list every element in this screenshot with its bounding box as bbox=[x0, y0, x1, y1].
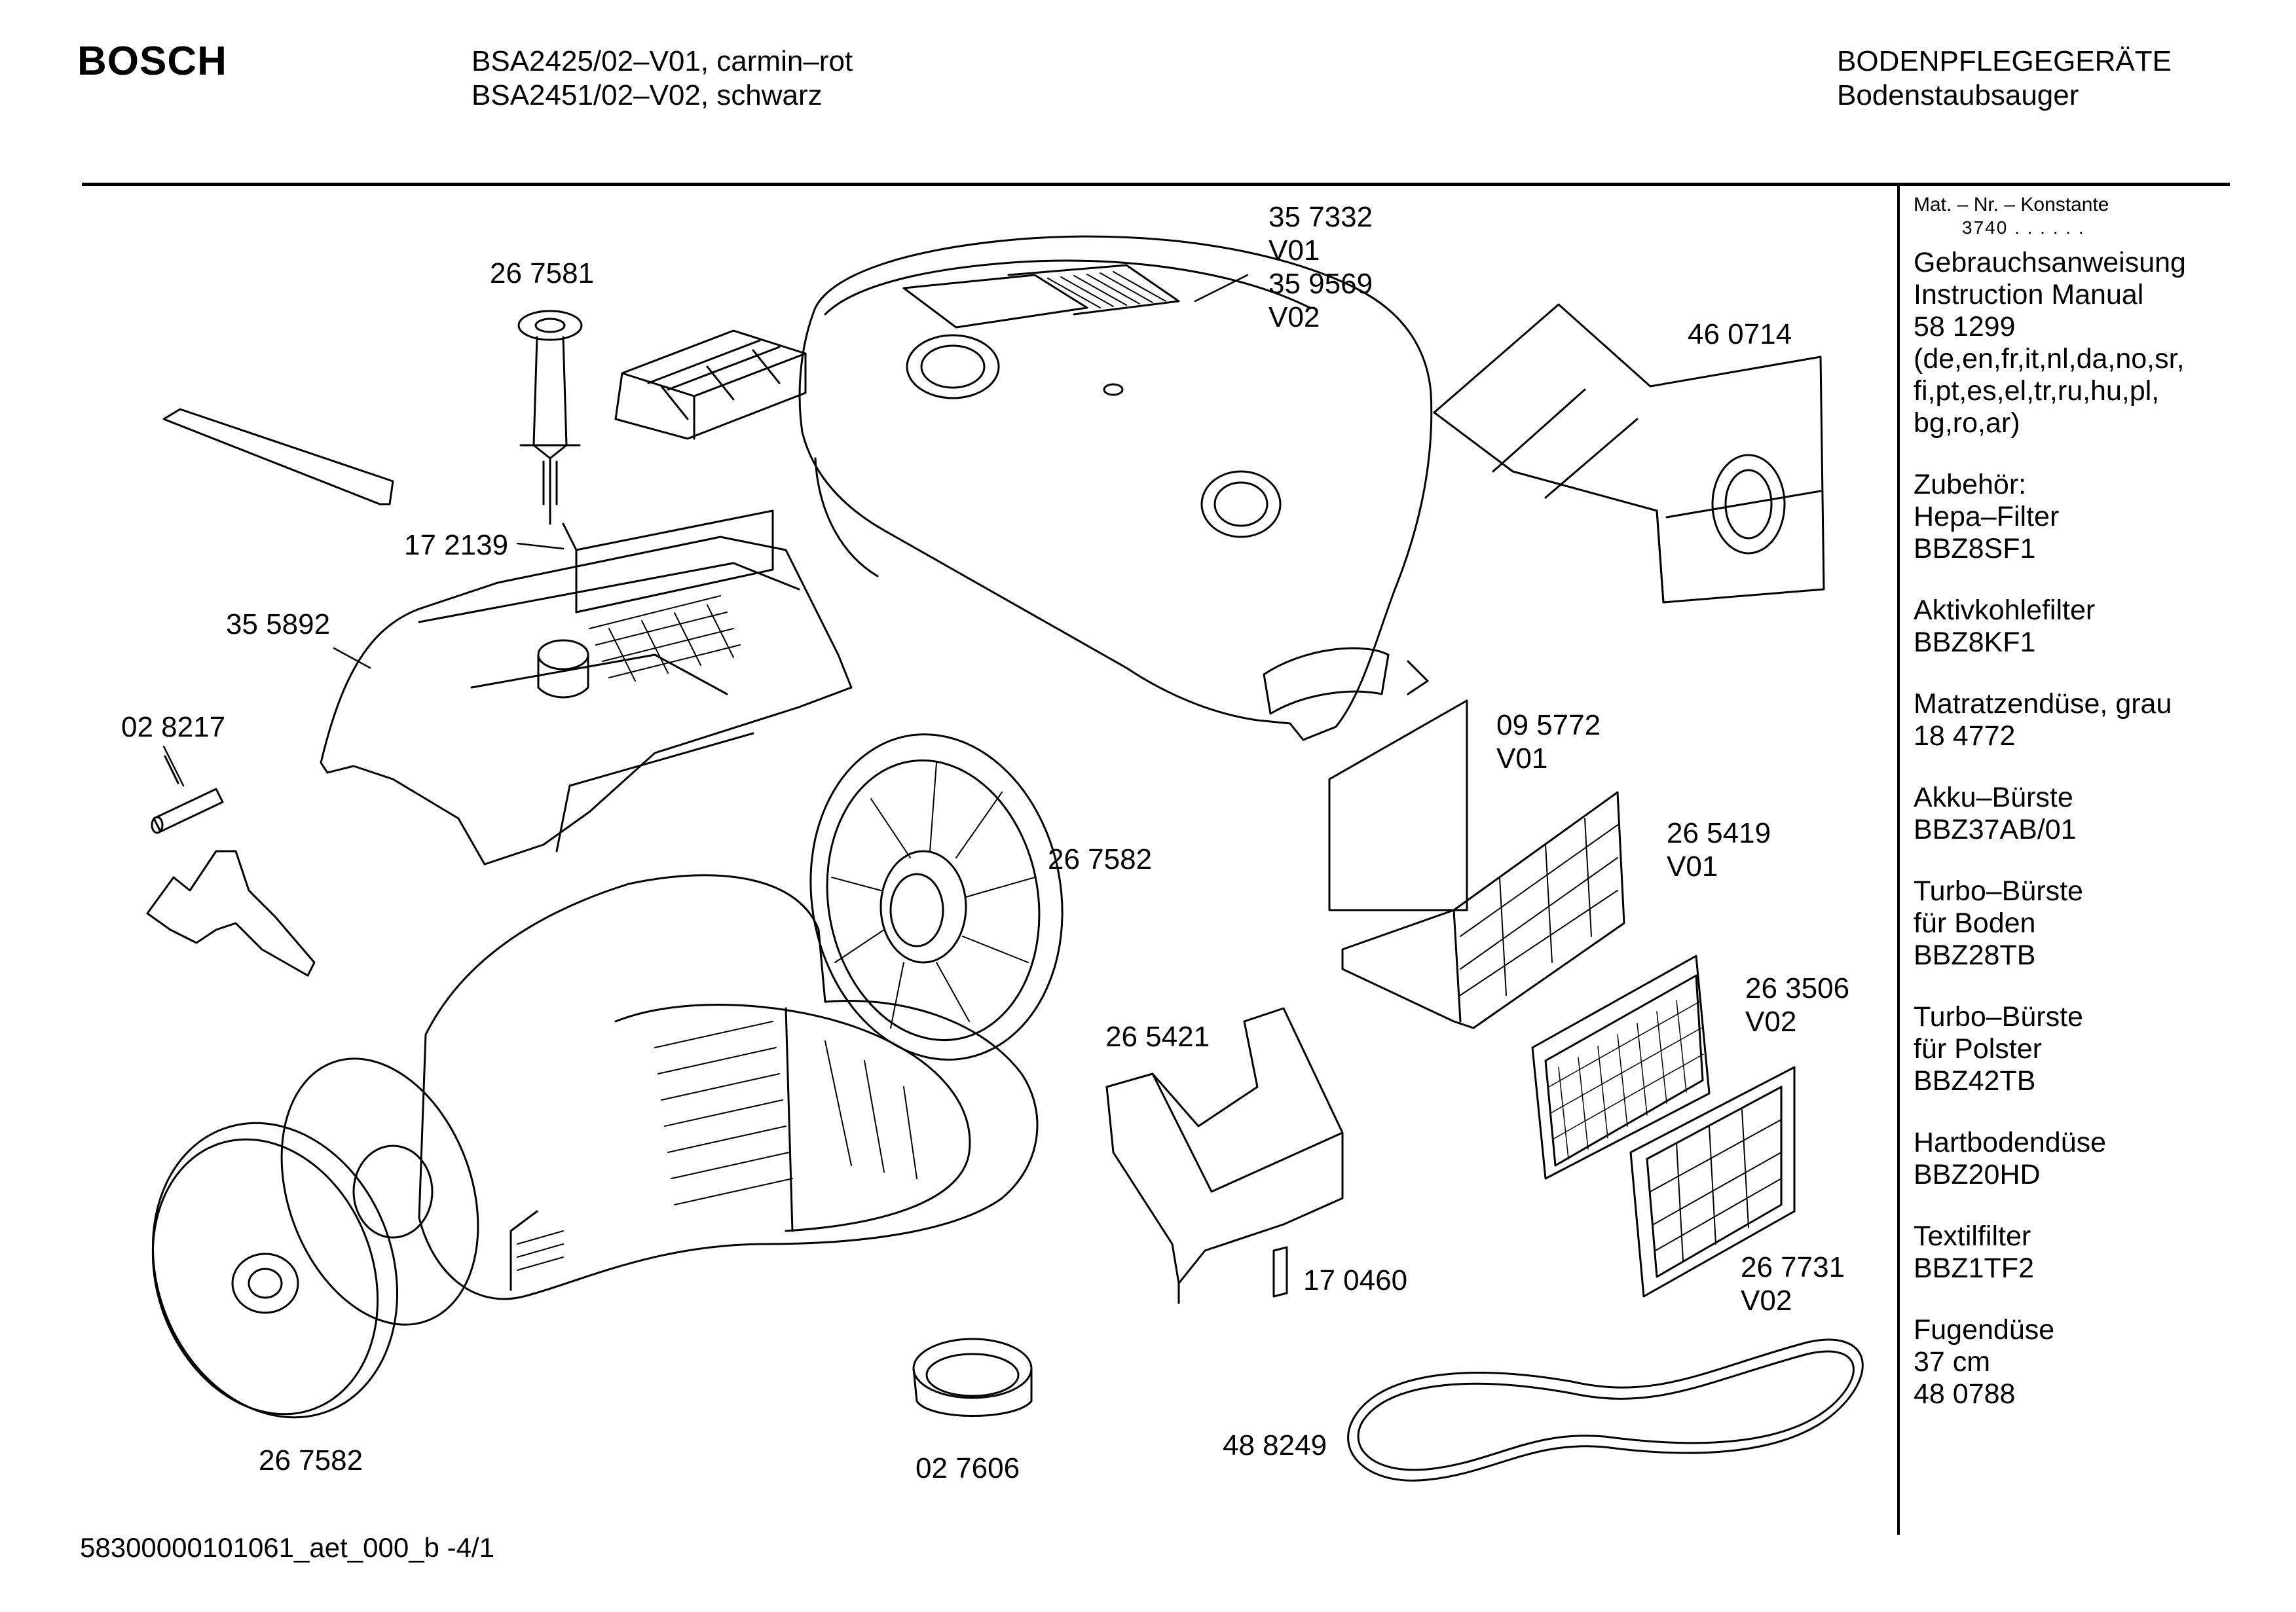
sidebar-text: BBZ8SF1 bbox=[1914, 533, 2036, 564]
part-label-172139: 17 2139 bbox=[404, 529, 509, 561]
sidebar-section-hartbodenduese: Hartbodendüse BBZ20HD bbox=[1914, 1127, 2280, 1191]
header-divider bbox=[82, 183, 2230, 186]
bosch-logo: BOSCH bbox=[77, 39, 227, 84]
part-label-357332: 35 7332 bbox=[1268, 201, 1373, 233]
part-variant-357332: V01 bbox=[1268, 234, 1320, 266]
sidebar-text: (de,en,fr,it,nl,da,no,sr, bbox=[1914, 343, 2185, 375]
sidebar-text: Hartbodendüse bbox=[1914, 1127, 2107, 1158]
model-line-1: BSA2425/02–V01, carmin–rot bbox=[472, 45, 853, 77]
part-label-095772: 09 5772 bbox=[1496, 709, 1601, 741]
model-list: BSA2425/02–V01, carmin–rot BSA2451/02–V0… bbox=[472, 45, 853, 113]
sidebar-section-turbo-boden: Turbo–Bürste für Boden BBZ28TB bbox=[1914, 875, 2280, 972]
sidebar-text: BBZ8KF1 bbox=[1914, 627, 2036, 658]
drive-belt-drawing bbox=[1347, 1338, 1864, 1482]
main-cover-drawing bbox=[798, 235, 1433, 741]
lower-housing-drawing bbox=[418, 874, 1039, 1300]
part-label-267581: 26 7581 bbox=[490, 257, 595, 289]
model-line-2: BSA2451/02–V02, schwarz bbox=[472, 79, 823, 111]
part-variant-359569: V02 bbox=[1268, 301, 1320, 333]
sidebar-section-aktivkohle: Aktivkohlefilter BBZ8KF1 bbox=[1914, 595, 2280, 659]
sidebar-section-manual: Gebrauchsanweisung Instruction Manual 58… bbox=[1914, 247, 2280, 439]
sidebar-text: Gebrauchsanweisung bbox=[1914, 247, 2186, 278]
sidebar-text: Turbo–Bürste bbox=[1914, 875, 2083, 907]
sidebar-section-turbo-polster: Turbo–Bürste für Polster BBZ42TB bbox=[1914, 1001, 2280, 1097]
sidebar-text: BBZ28TB bbox=[1914, 940, 2036, 971]
sidebar-divider bbox=[1897, 186, 1900, 1535]
part-label-488249: 48 8249 bbox=[1223, 1429, 1327, 1461]
part-variant-095772: V01 bbox=[1496, 742, 1548, 775]
sidebar-text: BBZ37AB/01 bbox=[1914, 814, 2077, 845]
sidebar-section-fugenduese: Fugendüse 37 cm 48 0788 bbox=[1914, 1314, 2280, 1410]
latch-drawing bbox=[146, 850, 316, 977]
sidebar-section-matratzenduese: Matratzendüse, grau 18 4772 bbox=[1914, 688, 2280, 752]
grid-filter-drawing bbox=[1629, 1066, 1796, 1298]
hepa-filter-drawing bbox=[1531, 955, 1711, 1180]
sidebar-text: Turbo–Bürste bbox=[1914, 1001, 2083, 1033]
part-label-170460: 17 0460 bbox=[1303, 1264, 1408, 1296]
sidebar-text: für Polster bbox=[1914, 1033, 2042, 1065]
sidebar-text: Matratzendüse, grau bbox=[1914, 688, 2172, 720]
wheel-left-drawing bbox=[151, 1057, 479, 1419]
filter-cassette-drawing bbox=[614, 329, 807, 440]
sidebar-text: BBZ42TB bbox=[1914, 1065, 2036, 1097]
sidebar-text: 18 4772 bbox=[1914, 720, 2016, 752]
leader-lines bbox=[162, 274, 1249, 787]
sidebar-text: Akku–Bürste bbox=[1914, 782, 2073, 813]
sidebar-text: Hepa–Filter bbox=[1914, 501, 2060, 532]
wheel-right-drawing bbox=[809, 733, 1064, 1061]
roller-drawing bbox=[151, 755, 224, 834]
document-code: 58300000101061_aet_000_b -4/1 bbox=[80, 1532, 494, 1563]
sidebar-text: Aktivkohlefilter bbox=[1914, 595, 2096, 626]
mat-number-value: 3740 . . . . . . bbox=[1962, 217, 2085, 238]
part-label-460714: 46 0714 bbox=[1688, 318, 1792, 350]
category-title: BODENPFLEGEGERÄTE bbox=[1837, 45, 2172, 77]
mat-number-label: Mat. – Nr. – Konstante bbox=[1914, 194, 2109, 215]
sidebar-section-akku-buerste: Akku–Bürste BBZ37AB/01 bbox=[1914, 782, 2280, 846]
sidebar-text: 48 0788 bbox=[1914, 1378, 2016, 1410]
part-label-265419: 26 5419 bbox=[1667, 817, 1771, 849]
cord-pin-drawing bbox=[517, 310, 583, 525]
sidebar-text: 58 1299 bbox=[1914, 311, 2016, 342]
sidebar-text: fi,pt,es,el,tr,ru,hu,pl, bbox=[1914, 375, 2160, 407]
category-block: BODENPFLEGEGERÄTE Bodenstaubsauger bbox=[1837, 45, 2172, 113]
part-label-265421: 26 5421 bbox=[1105, 1021, 1210, 1053]
part-variant-267731: V02 bbox=[1741, 1285, 1792, 1317]
category-subtitle: Bodenstaubsauger bbox=[1837, 79, 2079, 111]
part-label-355892: 35 5892 bbox=[226, 608, 331, 640]
part-variant-263506: V02 bbox=[1745, 1006, 1797, 1038]
sidebar-text: Instruction Manual bbox=[1914, 279, 2144, 310]
part-label-267731: 26 7731 bbox=[1741, 1251, 1845, 1283]
part-label-028217: 02 8217 bbox=[121, 711, 226, 743]
sidebar-text: für Boden bbox=[1914, 907, 2036, 939]
sidebar-text: Fugendüse bbox=[1914, 1314, 2055, 1346]
motor-housing-drawing bbox=[320, 509, 853, 866]
bracket-drawing bbox=[1105, 1007, 1344, 1304]
sidebar-text: BBZ20HD bbox=[1914, 1159, 2041, 1190]
sidebar-text: 37 cm bbox=[1914, 1346, 1991, 1378]
sidebar-section-hepa: Zubehör: Hepa–Filter BBZ8SF1 bbox=[1914, 469, 2280, 565]
drive-belt-inner-drawing bbox=[1357, 1350, 1855, 1471]
part-label-267582-left: 26 7582 bbox=[259, 1444, 363, 1476]
seal-strip-drawing bbox=[162, 408, 394, 505]
part-label-027606: 02 7606 bbox=[916, 1452, 1020, 1484]
cap-drawing bbox=[912, 1338, 1033, 1417]
part-label-263506: 26 3506 bbox=[1745, 972, 1850, 1004]
exploded-parts-diagram bbox=[146, 235, 1864, 1482]
filter-sheet-drawing bbox=[1328, 699, 1468, 911]
sidebar-section-textilfilter: Textilfilter BBZ1TF2 bbox=[1914, 1220, 2280, 1285]
dust-bag-drawing bbox=[1433, 303, 1825, 604]
sidebar-text: Zubehör: bbox=[1914, 469, 2027, 500]
sidebar-text: Textilfilter bbox=[1914, 1220, 2031, 1252]
part-label-267582-right: 26 7582 bbox=[1048, 843, 1153, 875]
sidebar-text: BBZ1TF2 bbox=[1914, 1253, 2034, 1284]
part-variant-265419: V01 bbox=[1667, 851, 1718, 883]
sidebar-text: bg,ro,ar) bbox=[1914, 407, 2020, 439]
small-spring-drawing bbox=[1272, 1246, 1288, 1298]
accessory-sidebar: Mat. – Nr. – Konstante 3740 . . . . . . … bbox=[1914, 193, 2280, 1410]
filter-frame-drawing bbox=[1341, 791, 1625, 1029]
part-label-359569: 35 9569 bbox=[1268, 268, 1373, 300]
